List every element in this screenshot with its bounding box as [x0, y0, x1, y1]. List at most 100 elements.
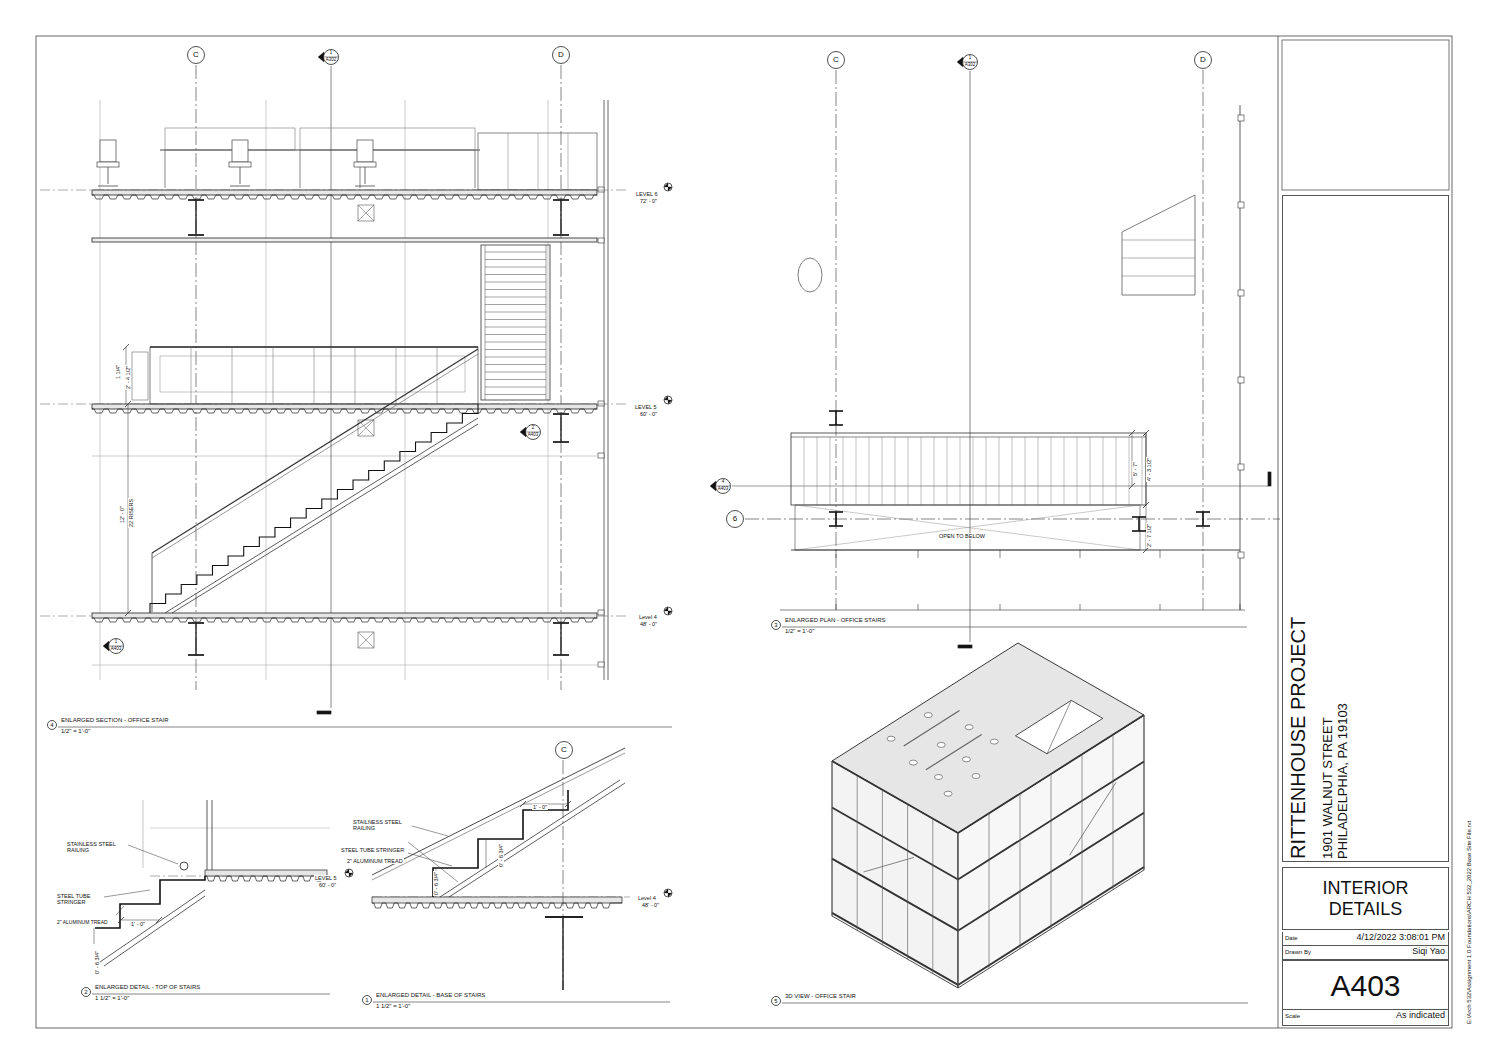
detail-number: 2 — [525, 426, 541, 431]
dimension-line — [1132, 433, 1133, 486]
grid-bubble: C — [187, 46, 205, 64]
slab-tick — [1000, 550, 1001, 558]
stair-tread — [1142, 437, 1143, 505]
stair-upper — [481, 245, 550, 400]
mullion — [1020, 794, 1021, 949]
concrete-slab — [92, 404, 597, 409]
field-name: Date — [1285, 935, 1298, 942]
level-marker — [664, 183, 668, 187]
stair-tread — [947, 437, 948, 505]
facade-clip — [1238, 464, 1244, 470]
annotation-holder: 12' - 0" — [110, 505, 128, 524]
facade-clip — [1238, 290, 1244, 296]
annotation-text: 2" ALUMINUM TREAD — [56, 920, 109, 926]
stair-tread — [999, 437, 1000, 505]
stair-tread — [485, 372, 546, 373]
facade-line — [608, 100, 609, 680]
section-line-end — [958, 645, 972, 648]
section-marker: 2A403 — [525, 424, 541, 440]
annotation-text: LEVEL 5 — [634, 404, 658, 410]
mullion — [1051, 774, 1052, 929]
dimension-line — [94, 928, 95, 944]
mullion — [882, 790, 883, 945]
steel-column — [1132, 530, 1146, 532]
stair-tread — [1025, 437, 1026, 505]
view-title-marker: 4ENLARGED SECTION - OFFICE STAIR1/2" = 1… — [47, 720, 57, 730]
chair — [100, 140, 116, 162]
duct-section — [358, 632, 374, 648]
steel-column — [835, 411, 837, 425]
marker-circle — [48, 721, 57, 730]
stair-stringer — [440, 780, 620, 897]
text-holder: 4 — [715, 480, 731, 485]
annotation-text: 22 RISERS — [128, 498, 134, 528]
sheet-reference: A403 — [108, 647, 124, 652]
annotation-holder: 2" ALUMINUM TREAD — [346, 849, 404, 867]
annotation-text: STEEL TUBE STRINGER — [56, 893, 102, 905]
level-marker — [668, 611, 672, 615]
annotation-text: 72' - 0" — [639, 198, 658, 204]
grid-line — [1203, 70, 1204, 610]
stair-tread — [485, 267, 546, 268]
stair-tread — [1090, 437, 1091, 505]
stair-railing — [152, 349, 478, 553]
stair-tread — [986, 437, 987, 505]
mullion — [989, 813, 990, 968]
chair — [97, 162, 119, 167]
glass-railing — [273, 347, 274, 404]
text-holder: A403 — [715, 487, 731, 492]
floor-slab-edge — [832, 762, 1144, 880]
section-line-end — [317, 711, 331, 714]
stair-tread — [934, 437, 935, 505]
stair-profile — [95, 876, 205, 928]
annotation-text: E:\Arch 532\Assignment 1.0 Foundations\A… — [1466, 820, 1473, 1025]
level-marker — [664, 396, 672, 404]
text-holder: A403 — [1283, 961, 1448, 1009]
stair-tread — [895, 437, 896, 505]
stool — [944, 791, 952, 796]
stair-tread — [485, 327, 546, 328]
slab-tick — [1080, 604, 1081, 610]
slab-tick — [1080, 550, 1081, 558]
section-marker: 4A403 — [715, 478, 731, 494]
metal-deck — [92, 409, 597, 413]
marker-circle — [772, 621, 781, 630]
drawing-line — [358, 632, 374, 648]
stair-railing — [791, 437, 1146, 438]
steel-beam — [188, 234, 204, 236]
annotation-holder: STAINLESS STEEL RAILING — [66, 838, 126, 856]
level-marker — [668, 187, 672, 191]
facade-clip — [598, 453, 604, 458]
glass-railing — [538, 133, 539, 190]
glass-railing — [355, 347, 356, 404]
field-name: Drawn By — [1285, 949, 1311, 956]
steel-column — [1196, 525, 1210, 527]
chair — [240, 167, 241, 184]
sheet-reference: A302 — [323, 58, 339, 63]
view-title: ENLARGED DETAIL - BASE OF STAIRS — [376, 992, 485, 999]
annotation-text: 0' - 6 3/4" — [94, 950, 100, 975]
steel-beam — [560, 623, 561, 655]
detail-number: 1 — [323, 51, 339, 56]
marker-circle — [324, 50, 339, 65]
section-marker-arrow — [710, 481, 716, 491]
annotation-holder: OPEN TO BELOW — [938, 524, 986, 542]
glass-railing — [191, 347, 192, 404]
title-block-box — [1282, 40, 1449, 190]
view-title-underline — [782, 627, 1247, 628]
grid-line — [196, 65, 197, 690]
annotation-holder: 0' - 6 3/4" — [424, 871, 442, 896]
annotation-holder: 1' - 0" — [130, 912, 146, 930]
text-holder: 1 — [362, 995, 372, 1005]
view-number: 5 — [774, 998, 777, 1005]
stair-upper — [1122, 195, 1195, 295]
section-line-end — [1268, 472, 1271, 486]
field-value: 4/12/2022 3:08:01 PM — [1356, 933, 1445, 943]
sheet-title-box: INTERIOR DETAILS — [1282, 867, 1449, 930]
curtain-wall-mullion — [92, 456, 597, 457]
stair-tread — [882, 437, 883, 505]
stair-tread — [485, 312, 546, 313]
text-holder: 1 1/2" = 1'-0" — [376, 1003, 410, 1010]
workstation — [300, 128, 475, 150]
